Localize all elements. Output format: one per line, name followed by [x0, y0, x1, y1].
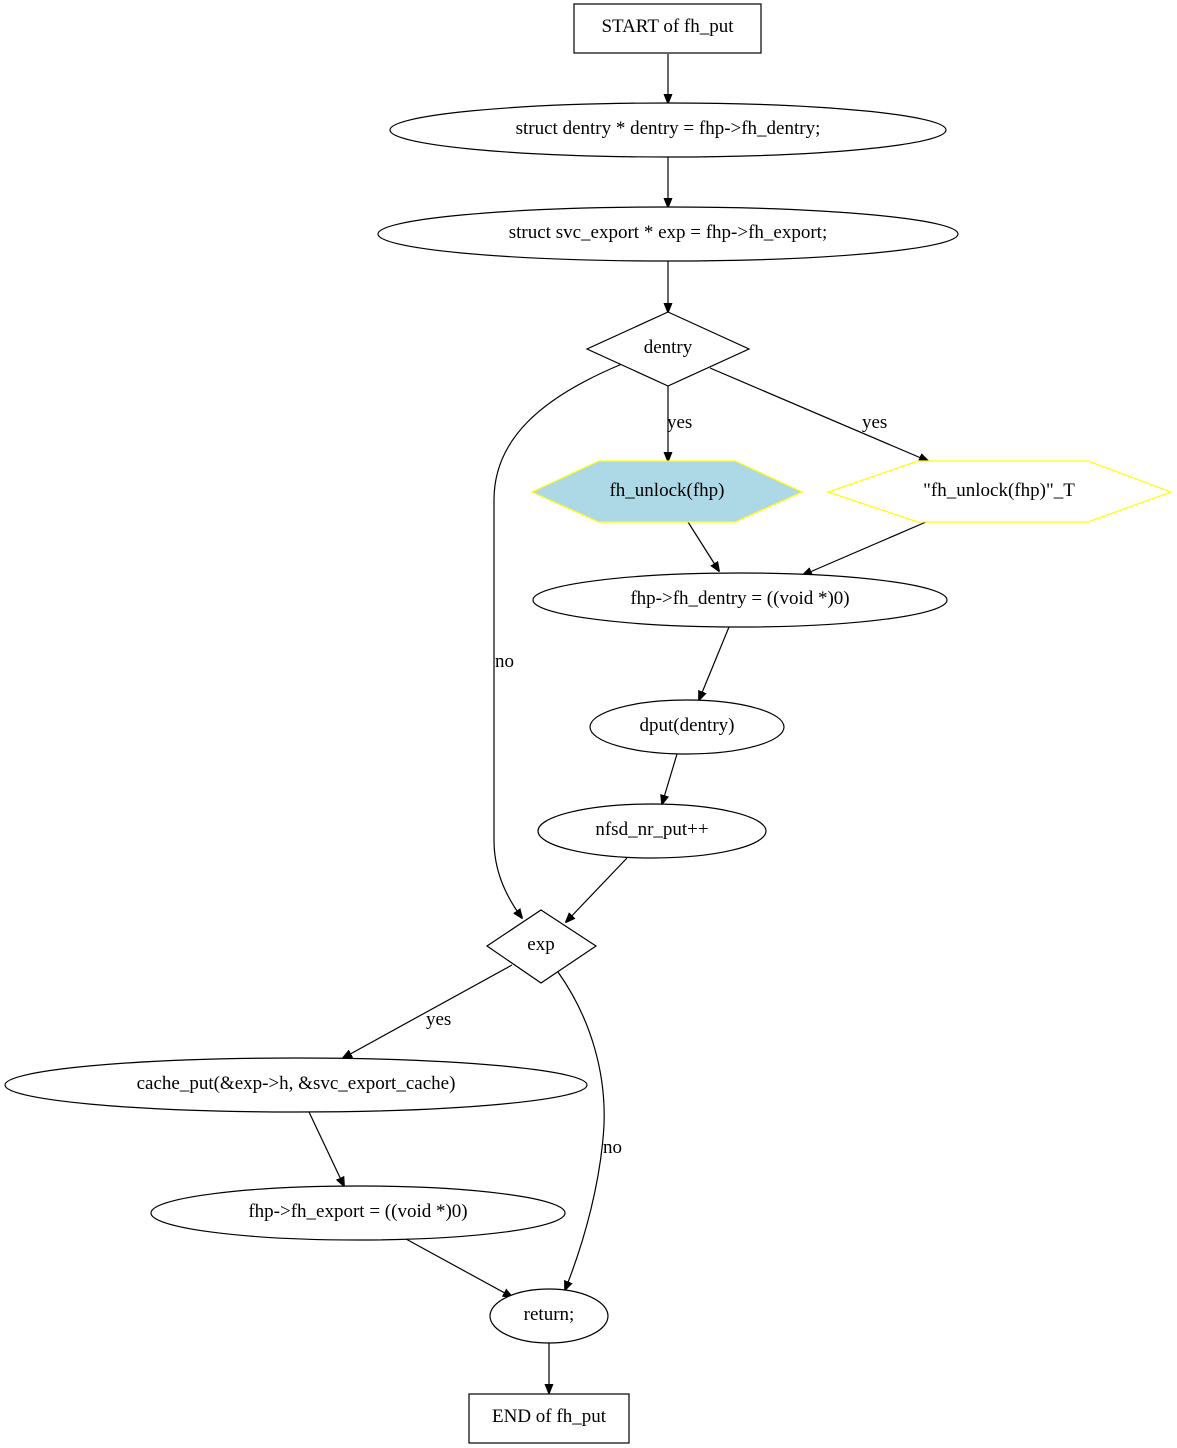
node-nfsd-nr-put: nfsd_nr_put++ — [537, 803, 767, 859]
edge-label-exp-yes: yes — [426, 1009, 451, 1030]
edge-fh-unlock-to-assign-dentry-null — [687, 521, 719, 571]
node-fh-unlock-str-label: "fh_unlock(fhp)"_T — [923, 480, 1075, 501]
edge-label-dentry-no: no — [495, 651, 514, 672]
node-end-label: END of fh_put — [492, 1406, 607, 1427]
node-assign-dentry-null-label: fhp->fh_dentry = ((void *)0) — [630, 588, 849, 609]
edge-label-dentry-yes-left: yes — [667, 412, 692, 433]
node-nfsd-nr-put-label: nfsd_nr_put++ — [595, 819, 708, 840]
node-dput: dput(dentry) — [589, 699, 785, 755]
node-dput-label: dput(dentry) — [640, 715, 735, 736]
edge-cond-dentry-yes-to-fh-unlock-str — [709, 367, 928, 461]
edge-assign-dentry-null-to-dput — [699, 626, 730, 700]
edge-dput-to-nfsd-nr-put — [662, 753, 678, 804]
edge-fh-unlock-str-to-assign-dentry-null — [803, 521, 927, 575]
node-return: return; — [489, 1288, 609, 1344]
node-end: END of fh_put — [468, 1393, 630, 1444]
node-start: START of fh_put — [573, 3, 762, 54]
node-return-label: return; — [524, 1304, 575, 1325]
node-cache-put-label: cache_put(&exp->h, &svc_export_cache) — [137, 1073, 456, 1094]
edge-labels: yes yes no yes no — [426, 412, 887, 1158]
node-decl-exp-label: struct svc_export * exp = fhp->fh_export… — [509, 222, 828, 243]
node-fh-unlock-label: fh_unlock(fhp) — [609, 480, 724, 501]
edge-cond-exp-no-to-return — [557, 971, 605, 1290]
node-cond-dentry: dentry — [585, 311, 751, 387]
node-decl-exp: struct svc_export * exp = fhp->fh_export… — [377, 206, 959, 262]
node-decl-dentry-label: struct dentry * dentry = fhp->fh_dentry; — [516, 118, 821, 139]
edge-label-exp-no: no — [603, 1137, 622, 1158]
edge-nfsd-nr-put-to-cond-exp — [566, 857, 628, 922]
edge-cond-dentry-no-to-cond-exp — [493, 363, 623, 918]
node-cache-put: cache_put(&exp->h, &svc_export_cache) — [4, 1057, 588, 1113]
node-fh-unlock: fh_unlock(fhp) — [530, 460, 804, 523]
edge-label-dentry-yes-right: yes — [862, 412, 887, 433]
edge-cond-exp-yes-to-cache-put — [343, 964, 513, 1058]
node-fh-unlock-str: "fh_unlock(fhp)"_T — [826, 460, 1173, 523]
edge-cache-put-to-assign-export-null — [308, 1111, 344, 1186]
edges — [308, 54, 928, 1393]
node-cond-dentry-label: dentry — [644, 337, 693, 358]
edge-assign-export-null-to-return — [405, 1238, 512, 1297]
node-assign-export-null-label: fhp->fh_export = ((void *)0) — [248, 1201, 467, 1222]
node-assign-dentry-null: fhp->fh_dentry = ((void *)0) — [532, 572, 948, 628]
node-decl-dentry: struct dentry * dentry = fhp->fh_dentry; — [389, 102, 947, 158]
node-cond-exp: exp — [485, 909, 598, 984]
node-assign-export-null: fhp->fh_export = ((void *)0) — [150, 1185, 566, 1241]
node-cond-exp-label: exp — [527, 934, 554, 955]
node-start-label: START of fh_put — [601, 16, 734, 37]
